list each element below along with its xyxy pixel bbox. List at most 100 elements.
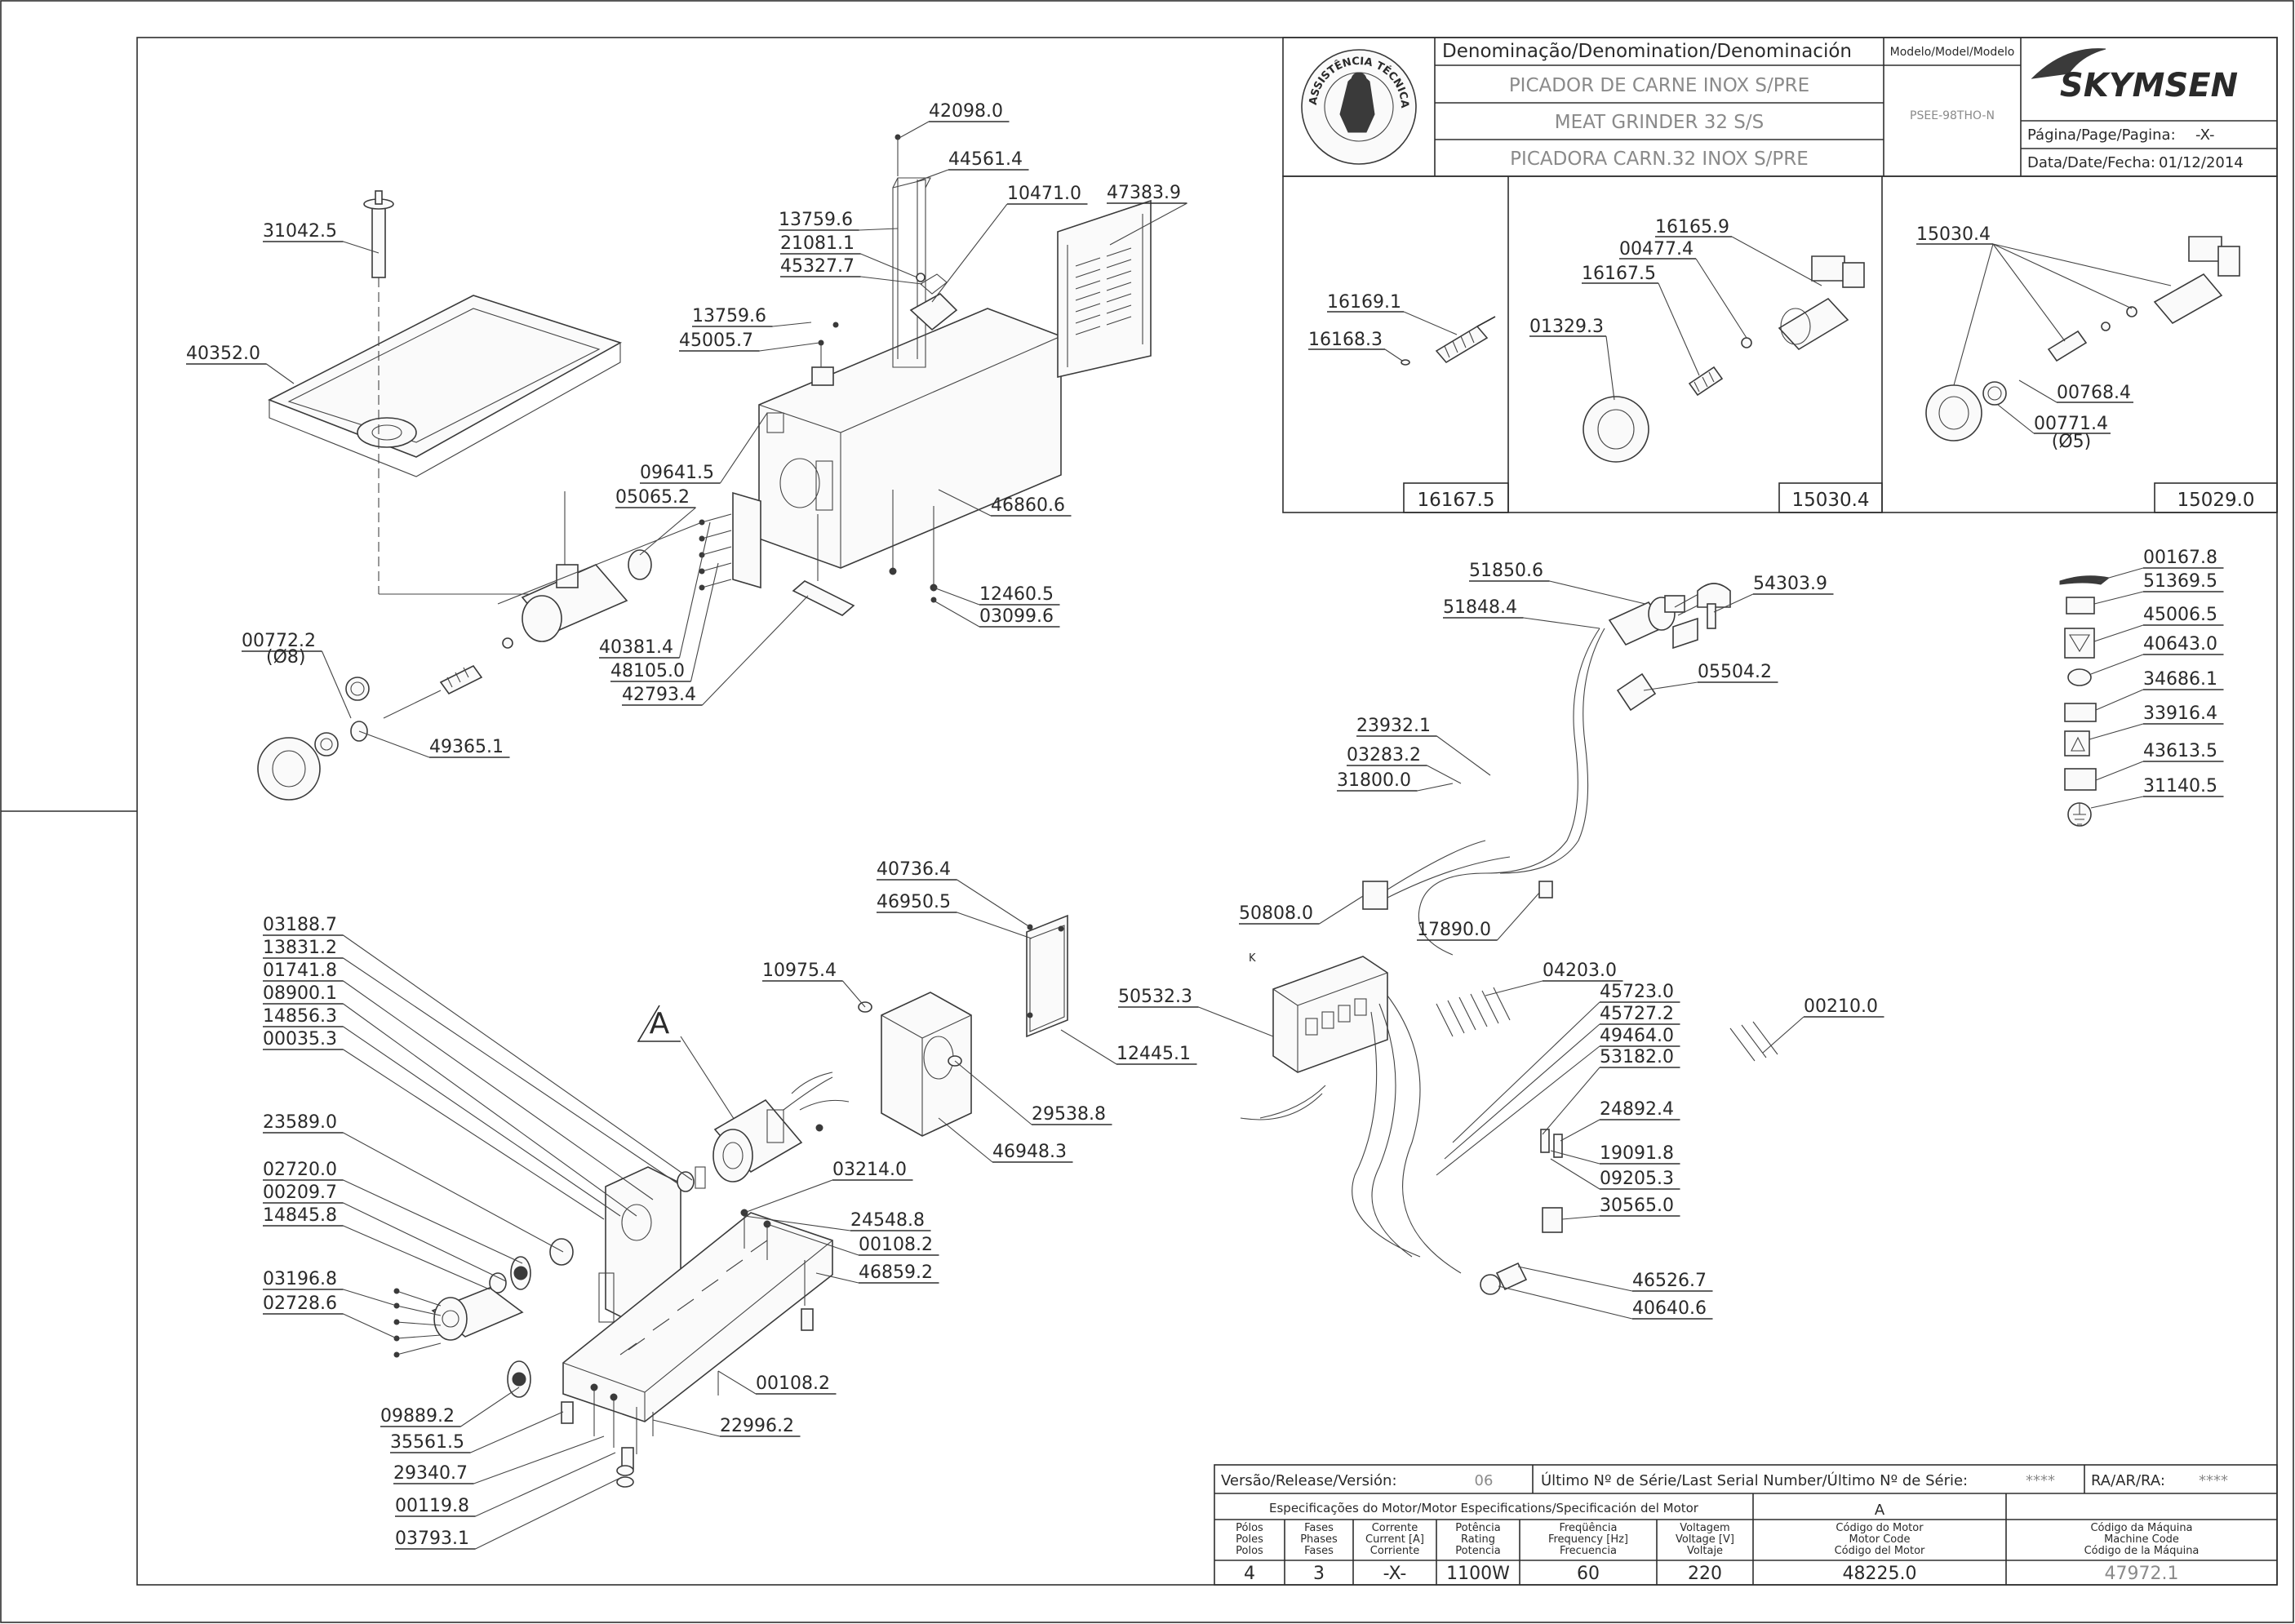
ra-value: ****: [2199, 1472, 2228, 1489]
control-board: [1272, 956, 1388, 1073]
part-number-label: 29340.7: [393, 1463, 468, 1484]
part-number-label: 23589.0: [263, 1112, 337, 1133]
leader-line: [343, 1179, 523, 1264]
leader-line: [1109, 202, 1187, 246]
leader-line: [720, 412, 768, 484]
motor-marker: A: [650, 1007, 670, 1041]
leader-line: [343, 1049, 605, 1220]
leader-line: [343, 1132, 564, 1253]
part-number-label: 09205.3: [1600, 1169, 1674, 1189]
detail-panels: 16167.5 15030.4 15029.0 16169.1 16168.3 …: [1282, 175, 2278, 513]
leader-line: [321, 650, 352, 719]
leader-line: [1762, 1016, 1804, 1054]
col-head: Fases: [1304, 1545, 1334, 1557]
leader-line: [702, 595, 809, 706]
part-number-label: 12445.1: [1116, 1044, 1191, 1064]
leader-line: [931, 203, 1008, 303]
title-block: ASSISTÊNCIA TÉCNICA AUTORIZADA Denominaç…: [0, 0, 2278, 177]
leader-line: [343, 1313, 397, 1339]
part-number-label: 10471.0: [1007, 184, 1081, 204]
side-panel: [1057, 199, 1152, 379]
leader-line: [917, 169, 949, 182]
leader-line: [860, 276, 923, 285]
leader-line: [460, 1387, 520, 1427]
leader-line: [1550, 1158, 1600, 1190]
leader-line: [1523, 617, 1600, 629]
detail-code-1: 16167.5: [1417, 490, 1494, 511]
part-number-label: 24548.8: [850, 1210, 925, 1231]
col-value: 60: [1577, 1564, 1600, 1584]
col-head: Código del Motor: [1835, 1545, 1925, 1557]
svg-text:K: K: [1249, 952, 1256, 965]
authorized-service-seal: ASSISTÊNCIA TÉCNICA AUTORIZADA: [0, 0, 1417, 165]
leader-line: [766, 1223, 859, 1256]
part-number-label: 03283.2: [1347, 745, 1421, 765]
part-number-label: 23932.1: [1356, 716, 1431, 736]
part-number-label: 05065.2: [615, 487, 690, 508]
leader-line: [1542, 1067, 1600, 1135]
footer-table: Versão/Release/Versión: 06 Último Nº de …: [1214, 1464, 2278, 1586]
part-number-label: 46859.2: [859, 1262, 933, 1283]
leader-line: [2089, 723, 2144, 740]
col-value: 1100W: [1446, 1564, 1510, 1584]
leader-line: [1549, 580, 1646, 605]
name-es: PICADORA CARN.32 INOX S/PRE: [1510, 149, 1809, 170]
part-number-label: 13759.6: [692, 306, 766, 326]
leader-line: [1444, 1023, 1600, 1160]
part-number-label: 40640.6: [1632, 1298, 1707, 1319]
svg-text:ASSISTÊNCIA TÉCNICA AUTORIZADA: ASSISTÊNCIA TÉCNICA AUTORIZADA: [0, 0, 1410, 109]
col-head: Motor Code: [1849, 1533, 1911, 1546]
col-head: Machine Code: [2104, 1533, 2179, 1546]
leader-line: [343, 1225, 491, 1290]
part-number-label: 03793.1: [395, 1529, 469, 1549]
part-number-label: 21081.1: [780, 233, 855, 254]
leader-line: [933, 600, 980, 628]
part-number-label: 31042.5: [263, 221, 337, 242]
plate: [345, 677, 370, 701]
leader-line: [343, 1026, 621, 1217]
serial-label: Último Nº de Série/Last Serial Number/Úl…: [1541, 1471, 1968, 1489]
part-number-label: 00119.8: [395, 1496, 469, 1516]
leader-line: [1427, 765, 1462, 784]
leader-line: [470, 1411, 564, 1453]
leader-line: [2093, 624, 2144, 642]
motor-spec-title: Especificações do Motor/Motor Especifica…: [1269, 1501, 1699, 1515]
part-number-label: 00210.0: [1804, 996, 1878, 1017]
part-number-label: 00772.2: [242, 631, 316, 651]
page-value: -X-: [2195, 126, 2215, 144]
leader-line: [2095, 689, 2144, 711]
tray: [268, 295, 622, 458]
col-value: 3: [1313, 1564, 1325, 1584]
detail-label: 16165.9: [1655, 217, 1729, 237]
footer-columns: Pólos Poles Polos 4 Fases Phases Fases 3…: [1236, 1522, 2199, 1584]
leader-line: [897, 121, 930, 140]
name-en: MEAT GRINDER 32 S/S: [1555, 112, 1765, 133]
leader-line: [473, 1435, 605, 1484]
part-number-label: 10975.4: [762, 961, 837, 981]
col-value: 220: [1688, 1564, 1722, 1584]
leader-line: [1436, 1045, 1600, 1176]
leader-line: [1497, 892, 1540, 941]
part-number-label: 30565.0: [1600, 1196, 1674, 1216]
leader-line: [266, 363, 295, 384]
skymsen-logo: SKYMSEN: [2031, 48, 2238, 104]
model-title: Modelo/Model/Modelo: [1890, 46, 2015, 59]
part-number-label: 51848.4: [1443, 597, 1517, 618]
part-number-label: 29538.8: [1032, 1104, 1106, 1125]
col-value: -X-: [1383, 1564, 1407, 1584]
drawing-frame: [136, 37, 2278, 1586]
brand-name: SKYMSEN: [2060, 67, 2238, 104]
leader-line: [1319, 895, 1364, 925]
part-number-label: 50532.3: [1118, 987, 1192, 1007]
leader-line: [343, 1202, 507, 1282]
part-number-label: 51850.6: [1469, 561, 1543, 581]
part-number-label: 09889.2: [380, 1406, 455, 1427]
detail-label: 15030.4: [1916, 224, 1991, 245]
leader-line: [938, 1117, 993, 1163]
col-head: Código de la Máquina: [2084, 1545, 2200, 1557]
detail-label: 16167.5: [1582, 264, 1656, 284]
leader-line: [343, 241, 380, 254]
part-number-label: 34686.1: [2143, 669, 2217, 690]
leader-line: [1060, 1029, 1117, 1065]
